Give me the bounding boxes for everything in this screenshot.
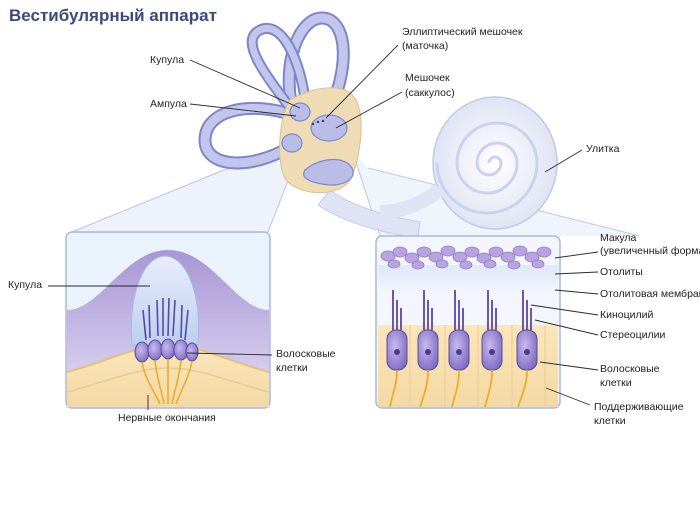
label-supporting-line2: клетки xyxy=(594,415,626,427)
saccule-icon xyxy=(303,159,354,186)
label-supporting-line1: Поддерживающие xyxy=(594,401,684,413)
label-otolith-membrane: Отолитовая мембрана xyxy=(600,288,700,300)
label-hair-cells-right-line2: клетки xyxy=(600,377,632,389)
label-utricle-line1: Эллиптический мешочек xyxy=(402,26,523,38)
label-cupula-left: Купула xyxy=(8,279,43,291)
label-ampulla: Ампула xyxy=(150,98,187,110)
crista-hairs xyxy=(142,297,189,341)
label-hair-cells-left-line2: клетки xyxy=(276,362,308,374)
semicircular-canals xyxy=(198,11,350,170)
crista-nerves xyxy=(141,359,193,405)
utricle-icon xyxy=(310,114,348,142)
macula-cilia xyxy=(392,290,532,330)
label-stereocilia: Стереоцилии xyxy=(600,329,666,341)
label-otoliths: Отолиты xyxy=(600,266,643,278)
label-saccule-line2: (саккулос) xyxy=(405,87,455,99)
label-hair-cells-right-line1: Волосковые xyxy=(600,363,660,375)
cochlea-icon xyxy=(379,96,558,230)
leader-lines xyxy=(48,44,599,410)
label-kinocilium: Киноцилий xyxy=(600,309,654,321)
label-utricle-line2: (маточка) xyxy=(402,40,449,52)
label-cupula-top: Купула xyxy=(150,54,185,66)
otoliths-layer xyxy=(380,245,552,270)
macula-nerves xyxy=(389,369,528,408)
label-macula-line2: (увеличенный формат) xyxy=(600,245,700,257)
ampulla-icon xyxy=(281,102,311,153)
macula-panel xyxy=(375,235,561,409)
label-cochlea: Улитка xyxy=(586,143,620,155)
label-saccule-line1: Мешочек xyxy=(405,72,450,84)
supporting-cells xyxy=(409,325,546,407)
crista-panel xyxy=(65,231,271,409)
zoom-cone-right xyxy=(352,150,640,236)
label-nerve-endings: Нервные окончания xyxy=(118,412,216,424)
label-hair-cells-left-line1: Волосковые xyxy=(276,348,336,360)
page-title: Вестибулярный аппарат xyxy=(9,6,217,25)
label-macula-line1: Макула xyxy=(600,232,637,244)
